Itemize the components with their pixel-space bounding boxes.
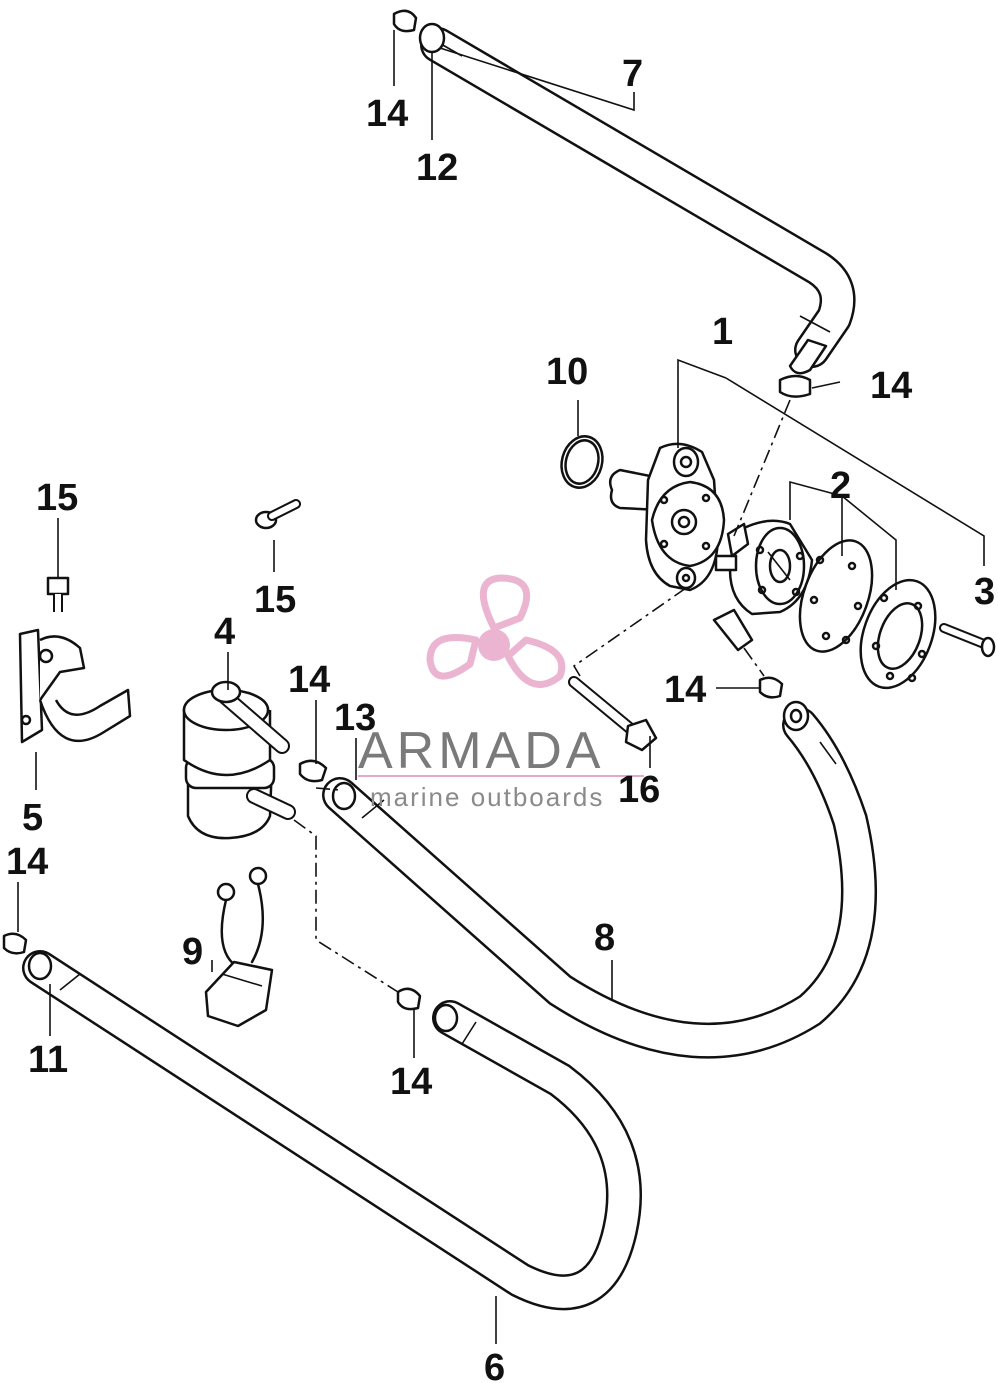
clip-9 xyxy=(204,866,274,1028)
callout-15-mid: 15 xyxy=(254,579,296,621)
callout-4: 4 xyxy=(214,611,235,653)
bolt-16 xyxy=(568,676,658,752)
callout-14-filter: 14 xyxy=(288,659,330,701)
callout-5: 5 xyxy=(22,797,43,839)
clamp-14-filter xyxy=(298,759,328,783)
clamp-14-bottom xyxy=(396,987,422,1011)
callout-10: 10 xyxy=(546,351,588,393)
callout-2: 2 xyxy=(830,465,851,507)
pump-cover xyxy=(859,578,937,690)
watermark-subtitle: marine outboards xyxy=(370,782,604,812)
bracket-5 xyxy=(18,628,132,744)
clamp-14-lower xyxy=(758,676,784,699)
callout-14-bottom: 14 xyxy=(390,1061,432,1103)
watermark-title: ARMADA xyxy=(358,722,604,780)
callout-7: 7 xyxy=(622,53,643,95)
screw-15-mid xyxy=(254,499,301,530)
callout-14-lower: 14 xyxy=(664,669,706,711)
fuel-filter-4 xyxy=(182,680,296,840)
clamp-14-pump xyxy=(778,374,812,398)
callout-6: 6 xyxy=(484,1347,505,1383)
hose-7-lower-end xyxy=(788,338,828,375)
callout-14-top: 14 xyxy=(366,93,408,135)
diaphragm-2 xyxy=(798,539,874,653)
hose-8 xyxy=(322,707,877,1059)
hose-11 xyxy=(27,951,53,981)
callout-9: 9 xyxy=(182,931,203,973)
hose-6 xyxy=(22,950,642,1311)
screw-3 xyxy=(939,623,996,658)
callout-3: 3 xyxy=(974,571,995,613)
clamp-14-left xyxy=(2,932,28,955)
hose-13 xyxy=(331,781,357,811)
callout-14-pump: 14 xyxy=(870,365,912,407)
callout-13: 13 xyxy=(334,697,376,739)
screw-15-left xyxy=(46,576,70,612)
callout-1: 1 xyxy=(712,311,733,353)
callout-15-left: 15 xyxy=(36,477,78,519)
hose-6-end xyxy=(433,1003,459,1033)
callout-14-left: 14 xyxy=(6,841,48,883)
o-ring-10 xyxy=(560,435,604,489)
clamp-14-top xyxy=(392,9,418,33)
fuel-pump-body xyxy=(609,442,726,592)
pump-housing-middle xyxy=(712,519,814,652)
hose-8-end xyxy=(782,700,810,732)
callout-16: 16 xyxy=(618,769,660,811)
callout-8: 8 xyxy=(594,917,615,959)
leader-lines xyxy=(17,30,985,1344)
callout-12: 12 xyxy=(416,147,458,189)
callout-11: 11 xyxy=(28,1039,68,1081)
propeller-logo-icon xyxy=(426,574,566,688)
